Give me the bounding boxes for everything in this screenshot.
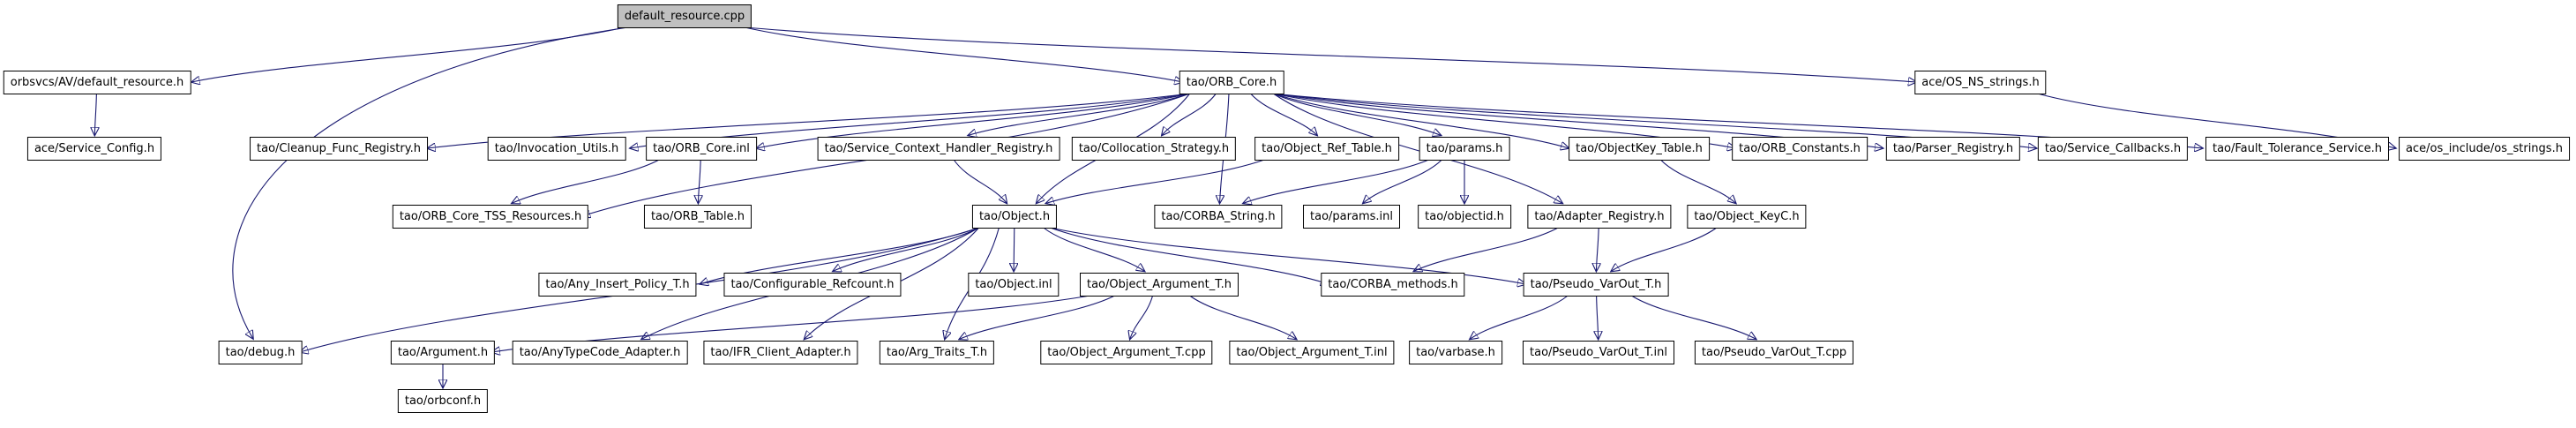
edge-orts-to-object xyxy=(1045,159,1265,204)
edge-object-to-pvo xyxy=(1050,227,1525,284)
graph-node-orbtable[interactable]: tao/ORB_Table.h xyxy=(643,205,753,229)
edge-object-to-objinl xyxy=(1014,227,1015,272)
edge-root-to-orbcore_h xyxy=(744,26,1183,82)
edge-adreg-to-pvo xyxy=(1596,227,1599,272)
graph-node-objectid[interactable]: tao/objectid.h xyxy=(1418,205,1511,229)
graph-node-colloc[interactable]: tao/Collocation_Strategy.h xyxy=(1071,137,1237,161)
graph-node-oatinl[interactable]: tao/Object_Argument_T.inl xyxy=(1229,341,1395,364)
graph-node-atca[interactable]: tao/AnyTypeCode_Adapter.h xyxy=(512,341,688,364)
edge-orbcore_inl-to-orbtable xyxy=(698,159,700,204)
graph-node-argtraits[interactable]: tao/Arg_Traits_T.h xyxy=(879,341,995,364)
graph-node-schr[interactable]: tao/Service_Context_Handler_Registry.h xyxy=(817,137,1060,161)
edge-objargt-to-oatcpp xyxy=(1130,295,1154,340)
edge-object-to-confref xyxy=(833,227,979,272)
graph-node-ifr[interactable]: tao/IFR_Client_Adapter.h xyxy=(703,341,858,364)
graph-root-node-root: default_resource.cpp xyxy=(617,4,753,28)
edge-orbcore_h-to-params xyxy=(1273,93,1441,136)
edge-root-to-osns xyxy=(744,26,1916,82)
graph-node-orbconst[interactable]: tao/ORB_Constants.h xyxy=(1732,137,1868,161)
graph-node-svccb[interactable]: tao/Service_Callbacks.h xyxy=(2037,137,2189,161)
graph-node-svcconf[interactable]: ace/Service_Config.h xyxy=(26,137,162,161)
graph-node-paramsinl[interactable]: tao/params.inl xyxy=(1303,205,1400,229)
edge-okeyc-to-pvo xyxy=(1611,227,1718,272)
graph-node-objinl[interactable]: tao/Object.inl xyxy=(968,273,1060,297)
edge-orbcore_h-to-orts xyxy=(1250,93,1318,136)
edge-root-to-defres_h xyxy=(191,26,625,82)
edge-objargt-to-argtraits xyxy=(959,295,1115,340)
graph-node-osns[interactable]: ace/OS_NS_strings.h xyxy=(1914,71,2047,94)
graph-node-orbcore_inl[interactable]: tao/ORB_Core.inl xyxy=(646,137,757,161)
graph-node-orbconf[interactable]: tao/orbconf.h xyxy=(397,389,489,413)
graph-node-orts[interactable]: tao/Object_Ref_Table.h xyxy=(1254,137,1399,161)
edge-orbcore_h-to-okt xyxy=(1273,93,1569,148)
edge-params-to-paramsinl xyxy=(1363,159,1442,204)
graph-node-objargt[interactable]: tao/Object_Argument_T.h xyxy=(1079,273,1239,297)
graph-node-parser[interactable]: tao/Parser_Registry.h xyxy=(1885,137,2021,161)
graph-node-object[interactable]: tao/Object.h xyxy=(971,205,1058,229)
edge-object-to-objargt xyxy=(1043,227,1145,272)
graph-node-debug[interactable]: tao/debug.h xyxy=(218,341,303,364)
edge-params-to-cstring xyxy=(1243,159,1429,204)
edge-object-to-cmethods xyxy=(1050,227,1329,284)
graph-node-cmethods[interactable]: tao/CORBA_methods.h xyxy=(1321,273,1465,297)
graph-node-cstring[interactable]: tao/CORBA_String.h xyxy=(1154,205,1283,229)
edge-defres_h-to-svcconf xyxy=(94,93,96,136)
graph-node-pvocpp[interactable]: tao/Pseudo_VarOut_T.cpp xyxy=(1694,341,1854,364)
edge-pvo-to-pvocpp xyxy=(1631,295,1756,340)
edge-pvo-to-varbase xyxy=(1470,295,1569,340)
graph-node-invutils[interactable]: tao/Invocation_Utils.h xyxy=(487,137,626,161)
edge-orbcore_inl-to-tss xyxy=(512,159,660,204)
graph-node-adreg[interactable]: tao/Adapter_Registry.h xyxy=(1527,205,1672,229)
graph-node-okt[interactable]: tao/ObjectKey_Table.h xyxy=(1569,137,1710,161)
edge-okt-to-okeyc xyxy=(1660,159,1735,204)
graph-node-tss[interactable]: tao/ORB_Core_TSS_Resources.h xyxy=(392,205,589,229)
edge-pvo-to-pvoinl xyxy=(1597,295,1599,340)
edge-objargt-to-oatinl xyxy=(1189,295,1297,340)
edge-orbcore_h-to-schr xyxy=(968,93,1190,136)
edge-orbcore_h-to-adreg xyxy=(1272,93,1562,204)
edge-orbcore_h-to-orbcore_inl xyxy=(756,93,1190,148)
graph-node-pvoinl[interactable]: tao/Pseudo_VarOut_T.inl xyxy=(1523,341,1674,364)
graph-node-varbase[interactable]: tao/varbase.h xyxy=(1409,341,1502,364)
graph-node-okeyc[interactable]: tao/Object_KeyC.h xyxy=(1687,205,1807,229)
graph-node-argument[interactable]: tao/Argument.h xyxy=(390,341,496,364)
edge-schr-to-object xyxy=(953,159,1007,204)
graph-node-orbcore_h[interactable]: tao/ORB_Core.h xyxy=(1179,71,1284,94)
graph-node-params[interactable]: tao/params.h xyxy=(1419,137,1510,161)
graph-node-cleanup[interactable]: tao/Cleanup_Func_Registry.h xyxy=(250,137,428,161)
edge-adreg-to-cmethods xyxy=(1413,227,1559,272)
edge-orbcore_h-to-colloc xyxy=(1162,93,1217,136)
graph-node-defres_h[interactable]: orbsvcs/AV/default_resource.h xyxy=(3,71,191,94)
graph-node-oatcpp[interactable]: tao/Object_Argument_T.cpp xyxy=(1040,341,1213,364)
graph-node-anyins[interactable]: tao/Any_Insert_Policy_T.h xyxy=(538,273,697,297)
graph-node-pvo[interactable]: tao/Pseudo_VarOut_T.h xyxy=(1523,273,1669,297)
graph-node-osstr[interactable]: ace/os_include/os_strings.h xyxy=(2399,137,2570,161)
graph-node-fts[interactable]: tao/Fault_Tolerance_Service.h xyxy=(2205,137,2390,161)
graph-node-confref[interactable]: tao/Configurable_Refcount.h xyxy=(723,273,902,297)
